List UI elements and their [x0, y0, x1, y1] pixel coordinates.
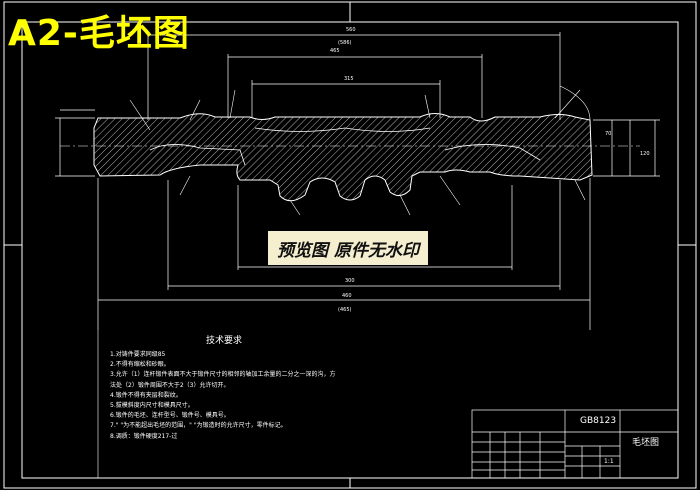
leader-lines [129, 85, 591, 216]
tech-note: 7." "为不能超出毛坯的范围，" "为锻造时的允许尺寸，零件标记。 [110, 422, 287, 430]
tech-requirements-notes: 1.对铸件要求同级85 2.不得有缩松和砂眼。 3.允许（1）连杆锻件表面不大于… [110, 350, 336, 442]
dim-70: 70 [605, 131, 611, 137]
drawing-banner-title: A2-毛坯图 [8, 13, 190, 54]
cavity-line-right [444, 144, 541, 161]
tech-requirements-title: 技术要求 [206, 336, 243, 346]
title-block-code: GB8123 [580, 416, 617, 426]
tech-note: 2.不得有缩松和砂眼。 [110, 361, 170, 369]
dim-120: 120 [640, 151, 650, 157]
dim-465-ref: (465) [338, 307, 351, 313]
tech-note: 3.允许（1）连杆锻件表面不大于锻件尺寸的相邻的轴加工余量的二分之一深的沟，方 [110, 371, 336, 379]
dim-460: 460 [342, 293, 352, 299]
cavity-line-top [254, 127, 431, 132]
cavity-line-left [149, 144, 246, 166]
tech-note: 6.锻件的毛坯、连杆型号、锻件号、模具号。 [110, 412, 230, 420]
bottom-dimension-lines [97, 178, 591, 330]
dim-560: 560 [346, 27, 356, 33]
tech-note: 4.锻件不得有夹层和裂纹。 [110, 391, 182, 399]
right-dimension-lines [593, 119, 660, 177]
dim-300: 300 [345, 278, 355, 284]
tech-note: 1.对铸件要求同级85 [110, 351, 166, 358]
preview-watermark: 预览图 原件无水印 [268, 231, 428, 265]
dim-586-ref: (586) [338, 40, 351, 46]
tech-note: 法处（2）锻件周围不大于2（3）允许切开。 [110, 381, 230, 389]
tech-note: 8.调质：锻件硬度217-过 [110, 432, 178, 440]
title-block-scale: 1:1 [604, 458, 614, 465]
dim-315: 315 [344, 76, 354, 82]
dim-465: 465 [330, 48, 340, 54]
tech-note: 5.拔模斜度内尺寸和模具尺寸。 [110, 402, 194, 410]
top-dimension-lines [60, 32, 561, 120]
title-block [471, 409, 679, 479]
left-dimension-lines [55, 117, 95, 177]
forging-part-section [93, 113, 593, 202]
title-block-drawing-name: 毛坯图 [632, 438, 660, 448]
